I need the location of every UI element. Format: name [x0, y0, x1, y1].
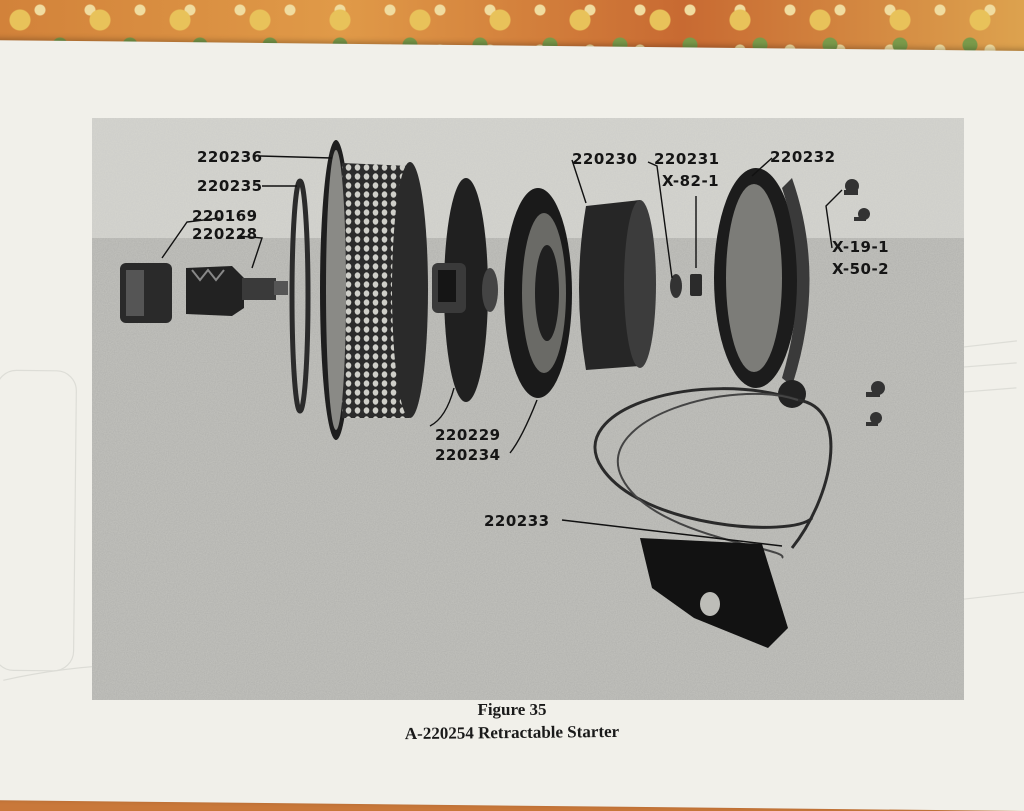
part-220228-pawl: [186, 266, 288, 316]
part-220236-screen-housing: [320, 140, 428, 440]
label-220169: 220169: [192, 207, 258, 225]
part-220233-rope-handle: [593, 387, 833, 648]
label-220236: 220236: [197, 148, 263, 166]
screws-X-19-1-X-50-2: [844, 179, 885, 426]
label-X-50-2: X-50-2: [832, 260, 889, 278]
part-220229-hub-flange: [432, 178, 498, 402]
part-220235-washer-plate: [289, 178, 311, 414]
label-220230: 220230: [572, 150, 638, 168]
label-220229: 220229: [435, 426, 501, 444]
part-220234-rotor: [504, 188, 572, 398]
label-220232: 220232: [770, 148, 836, 166]
figure-number: Figure 35: [477, 700, 547, 719]
label-X-82-1: X-82-1: [662, 172, 719, 190]
leader-lines: [161, 155, 843, 547]
label-220233: 220233: [484, 512, 550, 530]
part-220169-nut: [120, 263, 172, 323]
label-220234: 220234: [435, 446, 501, 464]
label-220235: 220235: [197, 177, 263, 195]
part-220230-spring-housing: [579, 200, 656, 370]
exploded-parts-diagram: 220236 220235 220169 220228 220229 22023…: [92, 118, 964, 700]
label-220228: 220228: [192, 225, 258, 243]
part-220231-washer: [670, 274, 682, 298]
label-X-19-1: X-19-1: [832, 238, 889, 256]
part-X-82-1-nut: [690, 274, 702, 296]
label-220231: 220231: [654, 150, 720, 168]
part-220232-cover: [714, 168, 810, 408]
